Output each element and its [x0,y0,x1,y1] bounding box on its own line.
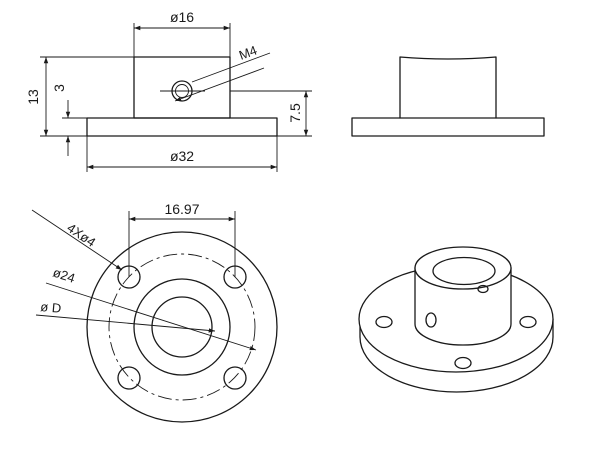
top-view: 16.97 4Xø4 ø24 ø D [31,201,278,423]
top-hub-outline [133,278,231,376]
leader-pcd [45,282,257,351]
iso-hub-bore [432,256,496,286]
top-bore [151,296,213,358]
dim-screw-height: 7.5 [287,103,303,123]
side-hub [399,56,497,119]
front-hub [133,56,231,119]
iso-set-screw-hole [425,312,437,328]
top-pcd-circle [108,253,256,401]
dim-flange-thickness: 3 [51,84,67,92]
leader-thread [174,67,265,102]
dim-holes: 4Xø4 [64,220,98,250]
dim-hole-spacing: 16.97 [164,201,199,217]
iso-flange-side [359,318,554,393]
dim-top-width: ø16 [170,9,194,25]
iso-mount-hole-right [519,315,537,329]
dim-bore: ø D [40,299,62,316]
iso-mount-hole-left [375,315,393,329]
top-flange-outline [86,231,278,423]
dim-flange-diameter: ø32 [170,148,194,164]
iso-inner-screw-hole [477,284,489,294]
leader-thread-upper [191,52,271,83]
dim-pcd: ø24 [51,265,77,286]
mount-hole-bottom-right [223,366,247,390]
leader-holes [31,209,123,271]
mount-hole-bottom-left [117,366,141,390]
side-view [351,56,545,137]
iso-mount-hole-front [454,356,472,370]
dim-thread: M4 [237,43,259,63]
side-flange [351,117,545,137]
isometric-view [358,246,554,393]
front-flange [86,117,278,137]
dim-total-height: 13 [25,89,41,105]
leader-bore [35,314,216,333]
front-view: ø16 M4 13 3 7.5 ø32 [25,9,312,172]
iso-hub-top [414,246,512,290]
